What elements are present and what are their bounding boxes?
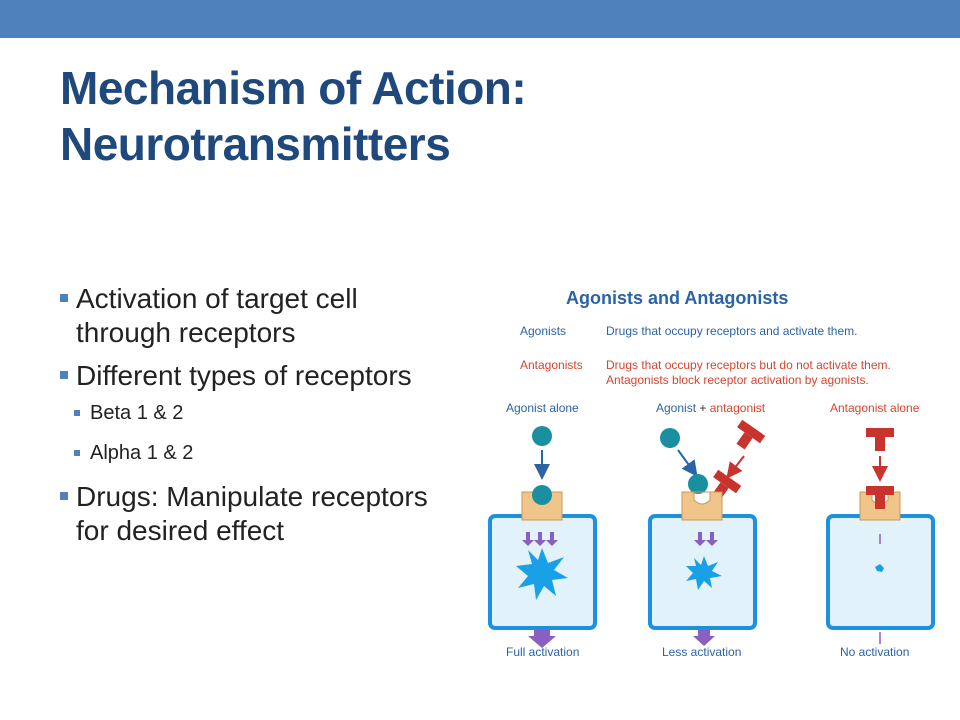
slide-title: Mechanism of Action: Neurotransmitters bbox=[60, 60, 920, 172]
top-accent-bar bbox=[0, 0, 960, 38]
output-arrow bbox=[528, 630, 556, 648]
diagram-title: Agonists and Antagonists bbox=[566, 288, 788, 308]
output-arrow bbox=[693, 630, 715, 646]
panel2-label: Agonist + antagonist bbox=[656, 401, 766, 415]
agonist-molecule bbox=[532, 426, 552, 446]
def-agonists: Drugs that occupy receptors and activate… bbox=[606, 324, 857, 338]
less-activation-burst bbox=[686, 556, 722, 590]
antagonist-molecule bbox=[736, 419, 766, 450]
arrow-agonist bbox=[677, 449, 698, 477]
signal-arrow bbox=[534, 532, 546, 546]
agonist-approaching bbox=[688, 474, 708, 494]
panel-agonist-alone: Full activation bbox=[488, 426, 597, 658]
subbullet-alpha: Alpha 1 & 2 bbox=[60, 440, 460, 466]
panel3-label: Antagonist alone bbox=[830, 401, 920, 415]
signal-arrow bbox=[522, 532, 534, 546]
slide-title-line1: Mechanism of Action: bbox=[60, 62, 527, 114]
arrow-antagonist bbox=[726, 455, 745, 479]
term-antagonists: Antagonists bbox=[520, 358, 583, 372]
panel3-result: No activation bbox=[840, 645, 909, 658]
signal-arrow bbox=[694, 532, 706, 546]
bullet-drugs: Drugs: Manipulate receptors for desired … bbox=[60, 480, 460, 548]
agonist-antagonist-diagram: Agonists and Antagonists Agonists Drugs … bbox=[476, 278, 940, 658]
agonist-molecule bbox=[660, 428, 680, 448]
no-activation-dot bbox=[875, 564, 884, 572]
panel-antagonist-alone: No activation bbox=[826, 428, 935, 658]
panel2-label-antagonist: antagonist bbox=[710, 401, 766, 415]
signal-arrow bbox=[546, 532, 558, 546]
antagonist-bound bbox=[866, 486, 894, 495]
diagram-svg: Agonists and Antagonists Agonists Drugs … bbox=[488, 288, 935, 658]
bullet-activation: Activation of target cell through recept… bbox=[60, 282, 460, 350]
bullet-list: Activation of target cell through recept… bbox=[60, 282, 460, 557]
slide-title-line2: Neurotransmitters bbox=[60, 118, 451, 170]
panel2-result: Less activation bbox=[662, 645, 741, 658]
subbullet-beta: Beta 1 & 2 bbox=[60, 400, 460, 426]
antagonist-molecule bbox=[866, 428, 894, 437]
bullet-receptor-types: Different types of receptors bbox=[60, 359, 460, 393]
panel2-label-agonist: Agonist bbox=[656, 401, 697, 415]
def-antagonists-1: Drugs that occupy receptors but do not a… bbox=[606, 358, 891, 372]
panel2-label-plus: + bbox=[699, 401, 706, 415]
signal-arrow bbox=[706, 532, 718, 546]
panel1-label: Agonist alone bbox=[506, 401, 579, 415]
receptor bbox=[681, 491, 723, 521]
cell-membrane bbox=[826, 514, 935, 630]
def-antagonists-2: Antagonists block receptor activation by… bbox=[606, 373, 869, 387]
full-activation-burst bbox=[516, 548, 568, 600]
panel1-result: Full activation bbox=[506, 645, 579, 658]
panel-agonist-plus-antagonist: Less activation bbox=[648, 419, 766, 658]
agonist-bound bbox=[532, 485, 552, 505]
term-agonists: Agonists bbox=[520, 324, 566, 338]
